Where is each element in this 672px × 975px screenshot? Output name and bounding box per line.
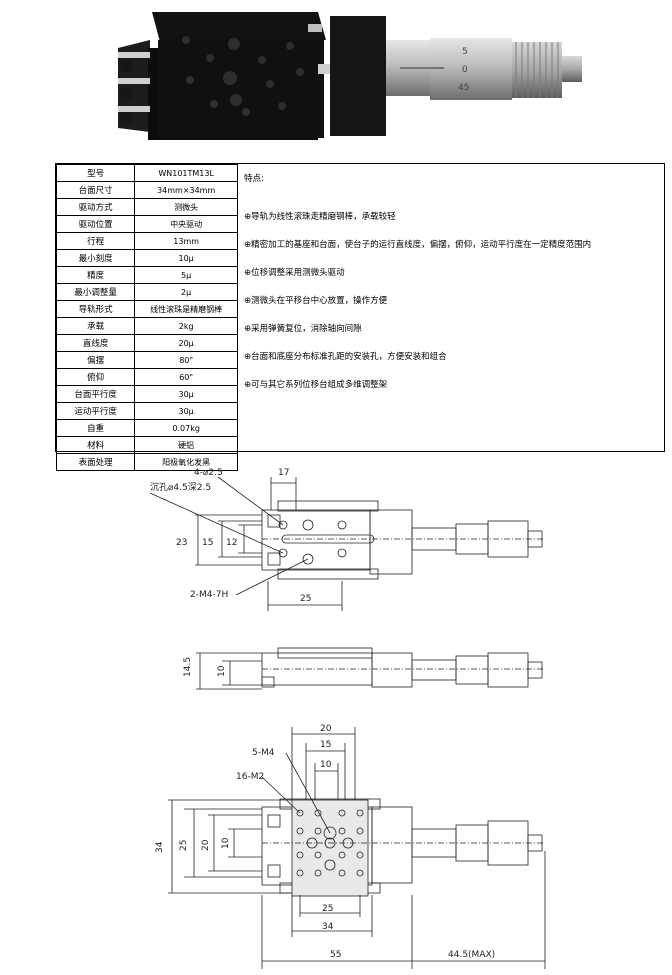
spec-key: 最小调整量 [55, 283, 136, 301]
dim-20-left: 20 [201, 839, 211, 851]
spec-value: 10μ [134, 249, 238, 267]
spec-key: 台面平行度 [55, 385, 136, 403]
dim-34-left: 34 [155, 841, 165, 853]
spec-value: 30μ [134, 385, 238, 403]
spec-key: 行程 [55, 232, 136, 250]
spec-key: 材料 [55, 436, 136, 454]
spec-key: 驱动方式 [55, 198, 136, 216]
dim-10-side: 10 [217, 665, 227, 677]
spec-key: 俯仰 [55, 368, 136, 386]
dim-17: 17 [278, 468, 289, 478]
dim-25-bottom: 25 [322, 904, 333, 914]
dim-25-left: 25 [179, 840, 189, 851]
dim-10-left: 10 [221, 837, 231, 849]
label-holes-4: 4-⌀2.5 [194, 468, 223, 478]
dim-44-5-max: 44.5(MAX) [448, 950, 495, 960]
feature-item: ⊕可与其它系列位移台组成多维调整架 [244, 380, 388, 390]
dim-20-top: 20 [320, 724, 332, 734]
spec-key: 自重 [55, 419, 136, 437]
dim-10-top: 10 [320, 760, 332, 770]
spec-value: 2kg [134, 317, 238, 335]
spec-value: 34mm×34mm [134, 181, 238, 199]
dim-12: 12 [226, 538, 237, 548]
spec-key: 最小刻度 [55, 249, 136, 267]
spec-key: 台面尺寸 [55, 181, 136, 199]
spec-key: 驱动位置 [55, 215, 136, 233]
spec-row: 导轨形式线性滚珠是精磨钢棒 [55, 300, 238, 318]
features-title: 特点: [244, 174, 264, 184]
spec-value: 20μ [134, 334, 238, 352]
spec-key: 运动平行度 [55, 402, 136, 420]
dim-15-top: 15 [320, 740, 331, 750]
micrometer-mark-0: 0 [462, 65, 468, 75]
spec-key: 承载 [55, 317, 136, 335]
label-m4-5: 5-M4 [252, 748, 275, 758]
spec-key: 表面处理 [55, 453, 136, 471]
product-photo: 5 0 45 [118, 12, 582, 140]
feature-item: ⊕导轨为线性滚珠走精磨钢棒，承载较轻 [244, 212, 396, 222]
feature-item: ⊕位移调整采用测微头驱动 [244, 268, 345, 278]
feature-item: ⊕台面和底座分布标准孔距的安装孔，方便安装和组合 [244, 352, 447, 362]
spec-row: 驱动位置中央驱动 [55, 215, 238, 233]
spec-value: 2μ [134, 283, 238, 301]
spec-value: 硬铝 [134, 436, 238, 454]
spec-key: 直线度 [55, 334, 136, 352]
spec-value: 线性滚珠是精磨钢棒 [134, 300, 238, 318]
label-m2-16: 16-M2 [236, 772, 264, 782]
dim-55: 55 [330, 950, 341, 960]
spec-key: 偏摆 [55, 351, 136, 369]
top-view: 17 23 15 12 25 4-⌀2.5 沉孔⌀4.5深2.5 2-M4-7H [149, 468, 545, 611]
dim-14-5: 14.5 [183, 657, 193, 677]
spec-value: 5μ [134, 266, 238, 284]
spec-key: 型号 [55, 164, 136, 182]
label-counterbore: 沉孔⌀4.5深2.5 [150, 482, 211, 493]
spec-value: 0.07kg [134, 419, 238, 437]
spec-value: 80" [134, 351, 238, 369]
micrometer-mark-45: 45 [458, 83, 469, 93]
micrometer-mark-5: 5 [462, 47, 468, 57]
spec-key: 导轨形式 [55, 300, 136, 318]
spec-row: 表面处理阳极氧化发黑 [55, 453, 238, 471]
dim-25-top: 25 [300, 594, 311, 604]
technical-drawing: 17 23 15 12 25 4-⌀2.5 沉孔⌀4.5深2.5 2-M4-7H… [149, 468, 546, 969]
spec-value: WN101TM13L [134, 164, 238, 182]
spec-value: 30μ [134, 402, 238, 420]
spec-row: 驱动方式测微头 [55, 198, 238, 216]
spec-value: 测微头 [134, 198, 238, 216]
spec-key: 精度 [55, 266, 136, 284]
label-thread-m4: 2-M4-7H [190, 590, 228, 600]
feature-item: ⊕测微头在平移台中心放置，操作方便 [244, 296, 388, 306]
spec-value: 阳极氧化发黑 [134, 453, 238, 471]
feature-item: ⊕精密加工的基座和台面，使台子的运行直线度，偏摆，俯仰，运动平行度在一定精度范围… [244, 240, 592, 250]
bottom-view: 20 15 10 5-M4 16-M2 34 25 20 10 25 34 [155, 724, 546, 969]
spec-value: 中央驱动 [134, 215, 238, 233]
dim-34-bottom: 34 [322, 922, 334, 932]
spec-value: 60" [134, 368, 238, 386]
spec-value: 13mm [134, 232, 238, 250]
dim-23: 23 [176, 538, 187, 548]
spec-row: 材料硬铝 [55, 436, 238, 454]
dim-15: 15 [202, 538, 213, 548]
feature-item: ⊕采用弹簧复位，消除轴向间隙 [244, 324, 362, 334]
side-view: 14.5 10 [183, 647, 545, 690]
